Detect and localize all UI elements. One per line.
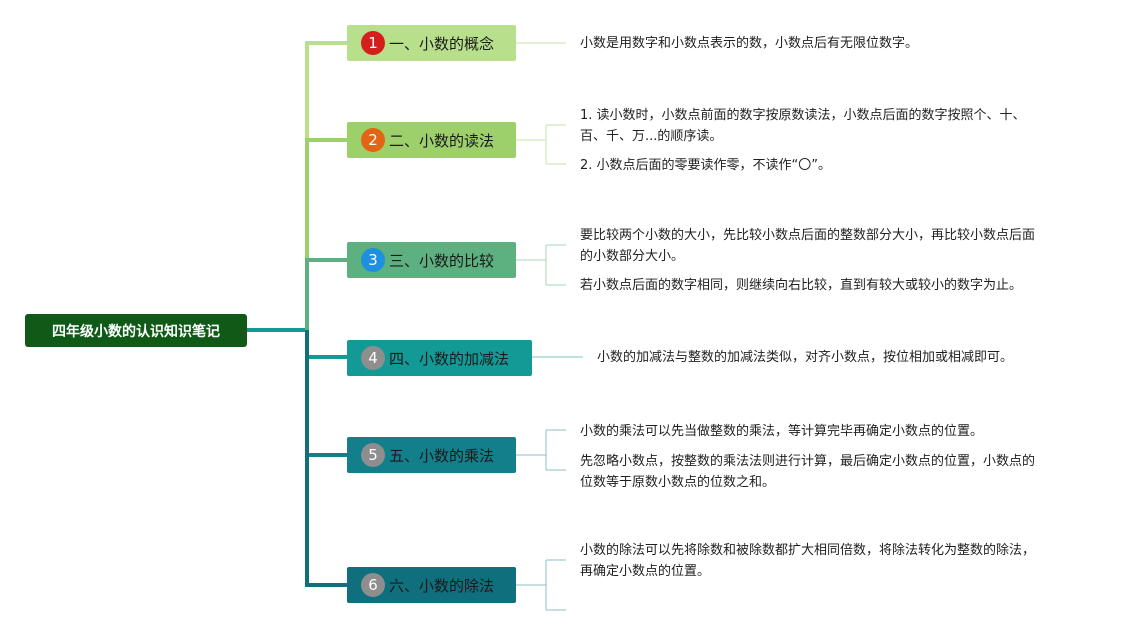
branch-connector-3 [305, 258, 347, 330]
detail-line: 再确定小数点的位置。 [580, 564, 711, 579]
number-badge-3: 3 [361, 248, 385, 272]
branch-connector-4 [305, 330, 347, 359]
detail-line: 若小数点后面的数字相同，则继续向右比较，直到有较大或较小的数字为止。 [580, 278, 1023, 293]
topic-label-6: 六、小数的除法 [389, 576, 495, 595]
detail-line: 要比较两个小数的大小，先比较小数点后面的整数部分大小，再比较小数点后面 [580, 228, 1036, 243]
topic-label-5: 五、小数的乘法 [389, 446, 495, 465]
branch-connector-5 [305, 330, 347, 457]
detail-text-3-1: 要比较两个小数的大小，先比较小数点后面的整数部分大小，再比较小数点后面的小数部分… [580, 225, 1035, 267]
number-badge-1: 1 [361, 31, 385, 55]
topic-label-4: 四、小数的加减法 [389, 349, 510, 368]
detail-text-1-1: 小数是用数字和小数点表示的数，小数点后有无限位数字。 [580, 33, 918, 54]
detail-text-3-2: 若小数点后面的数字相同，则继续向右比较，直到有较大或较小的数字为止。 [580, 275, 1022, 296]
number-badge-6: 6 [361, 573, 385, 597]
number-badge-4: 4 [361, 346, 385, 370]
detail-line: 的小数部分大小。 [580, 249, 685, 264]
detail-text-6-1: 小数的除法可以先将除数和被除数都扩大相同倍数，将除法转化为整数的除法， 再确定小数… [580, 540, 1035, 582]
detail-line: 小数的加减法与整数的加减法类似，对齐小数点，按位相加或相减即可。 [597, 350, 1014, 365]
branch-connector-6 [305, 330, 347, 587]
branch-connector-2 [305, 138, 347, 330]
detail-line: 小数是用数字和小数点表示的数，小数点后有无限位数字。 [580, 36, 919, 51]
detail-line: 小数的除法可以先将除数和被除数都扩大相同倍数，将除法转化为整数的除法， [580, 543, 1036, 558]
root-node[interactable]: 四年级小数的认识知识笔记 [25, 314, 247, 347]
number-badge-2: 2 [361, 128, 385, 152]
detail-text-4-1: 小数的加减法与整数的加减法类似，对齐小数点，按位相加或相减即可。 [597, 347, 1013, 368]
detail-line: 1. 读小数时，小数点前面的数字按原数读法，小数点后面的数字按照个、十、 [580, 108, 1026, 123]
detail-text-5-2: 先忽略小数点，按整数的乘法法则进行计算，最后确定小数点的位置，小数点的位数等于原… [580, 451, 1035, 493]
detail-line: 小数的乘法可以先当做整数的乘法，等计算完毕再确定小数点的位置。 [580, 424, 984, 439]
detail-text-2-2: 2. 小数点后面的零要读作零，不读作“〇”。 [580, 155, 831, 176]
branch-connector-1 [305, 41, 347, 330]
detail-line: 2. 小数点后面的零要读作零，不读作“〇”。 [580, 158, 832, 173]
topic-label-2: 二、小数的读法 [389, 131, 495, 150]
topic-label-1: 一、小数的概念 [389, 34, 495, 53]
detail-line: 百、千、万...的顺序读。 [580, 129, 723, 144]
detail-text-5-1: 小数的乘法可以先当做整数的乘法，等计算完毕再确定小数点的位置。 [580, 421, 983, 442]
topic-label-3: 三、小数的比较 [389, 251, 495, 270]
number-badge-5: 5 [361, 443, 385, 467]
detail-line: 位数等于原数小数点的位数之和。 [580, 475, 776, 490]
detail-line: 先忽略小数点，按整数的乘法法则进行计算，最后确定小数点的位置，小数点的 [580, 454, 1036, 469]
detail-text-2-1: 1. 读小数时，小数点前面的数字按原数读法，小数点后面的数字按照个、十、百、千、… [580, 105, 1026, 147]
root-label: 四年级小数的认识知识笔记 [52, 323, 220, 340]
